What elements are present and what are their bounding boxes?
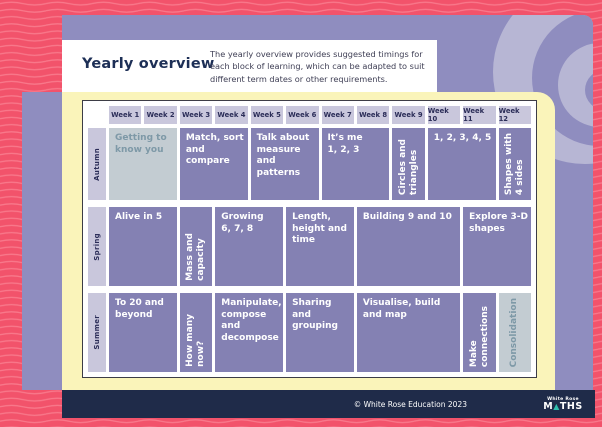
term-label-summer: Summer (88, 293, 106, 372)
page-description: The yearly overview provides suggested t… (210, 49, 425, 84)
block-sharing-and-grouping: Sharing and grouping (286, 293, 354, 372)
block-match-sort-and-compare: Match, sort and compare (179, 128, 248, 200)
week-header-week-3: Week 3 (179, 106, 213, 124)
block-talk-about-measure-and-patterns: Talk about measure and patterns (250, 128, 319, 200)
week-header-week-6: Week 6 (286, 106, 319, 124)
block-growing-6-7-8: Growing 6, 7, 8 (215, 207, 284, 286)
week-header-week-4: Week 4 (215, 106, 248, 124)
week-header-week-7: Week 7 (321, 106, 354, 124)
week-header-week-5: Week 5 (250, 106, 284, 124)
block-consolidation: Consolidation (498, 293, 531, 372)
term-label-autumn: Autumn (88, 128, 106, 200)
block-alive-in-5: Alive in 5 (109, 207, 177, 286)
corner-spacer (88, 106, 106, 124)
block-mass-and-capacity: Mass and capacity (179, 207, 213, 286)
block-length-height-and-time: Length, height and time (286, 207, 354, 286)
logo-line1: White Rose (547, 396, 579, 402)
block-getting-to-know-you: Getting to know you (109, 128, 177, 200)
block-1-2-3-4-5: 1, 2, 3, 4, 5 (427, 128, 496, 200)
block-circles-and-triangles: Circles and triangles (392, 128, 425, 200)
triangle-icon: ▲ (553, 401, 560, 411)
logo-line2: M▲THS (543, 400, 583, 412)
week-header-week-9: Week 9 (392, 106, 425, 124)
block-shapes-with-4-sides: Shapes with 4 sides (498, 128, 531, 200)
week-header-week-1: Week 1 (109, 106, 142, 124)
block-manipulate-compose-and-decompose: Manipulate, compose and decompose (215, 293, 284, 372)
block-building-9-and-10: Building 9 and 10 (356, 207, 461, 286)
title-band: Yearly overview The yearly overview prov… (62, 40, 437, 92)
block-it-s-me-1-2-3: It’s me 1, 2, 3 (321, 128, 390, 200)
page-title: Yearly overview (82, 56, 215, 72)
block-how-many-now: How many now? (179, 293, 213, 372)
week-header-week-11: Week 11 (463, 106, 496, 124)
week-header-week-12: Week 12 (498, 106, 531, 124)
footer-bar: © White Rose Education 2023 White Rose M… (62, 390, 595, 418)
block-visualise-build-and-map: Visualise, build and map (356, 293, 461, 372)
block-make-connections: Make connections (463, 293, 496, 372)
week-header-week-8: Week 8 (356, 106, 390, 124)
term-label-spring: Spring (88, 207, 106, 286)
block-explore-3-d-shapes: Explore 3-D shapes (463, 207, 531, 286)
block-to-20-and-beyond: To 20 and beyond (109, 293, 177, 372)
left-purple-strip (22, 92, 62, 390)
week-header-week-10: Week 10 (427, 106, 461, 124)
white-rose-maths-logo: White Rose M▲THS (537, 392, 589, 416)
copyright-text: © White Rose Education 2023 (353, 400, 467, 409)
week-header-week-2: Week 2 (144, 106, 177, 124)
